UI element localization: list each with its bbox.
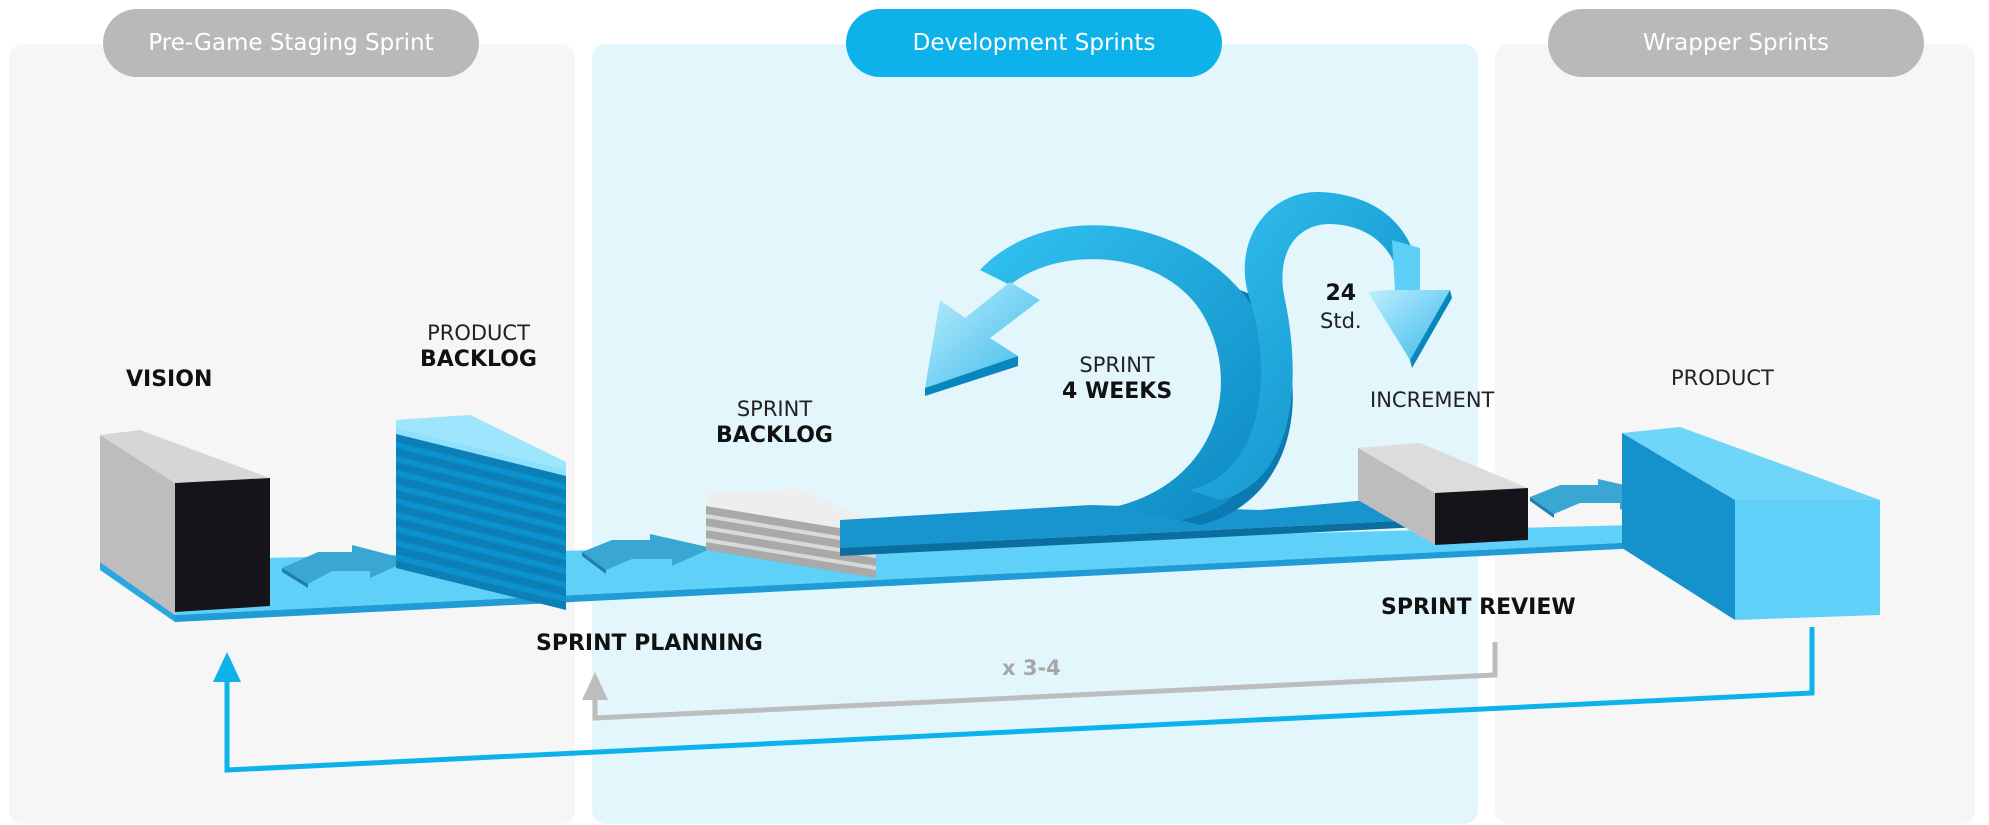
backlog-layer-edge: [396, 448, 566, 498]
product-backlog-label-bottom: BACKLOG: [420, 347, 537, 373]
backlog-layer-edge: [396, 546, 566, 596]
daily-cycle-label-top: 24: [1325, 281, 1357, 306]
backlog-layer-edge: [396, 434, 566, 484]
sprint-backlog-layer-edge: [706, 542, 876, 578]
vision-block: [100, 430, 270, 615]
increment-label: INCREMENT: [1370, 388, 1495, 412]
backlog-layer-edge: [396, 560, 566, 610]
sprint-backlog-label-bottom: BACKLOG: [716, 423, 833, 449]
sprint-backlog-layer-edge: [706, 518, 876, 554]
sprint-backlog-stack: [706, 489, 876, 578]
backlog-layer-edge: [396, 504, 566, 554]
sprint-backlog-layer-edge: [706, 506, 876, 542]
sprint-backlog-label: SPRINT BACKLOG: [716, 396, 833, 450]
vision-label: VISION: [126, 367, 213, 392]
wrapper-phase-header: Wrapper Sprints: [1548, 9, 1924, 77]
iteration-loop-arrow: [582, 642, 1498, 721]
wrapper-panel: [1495, 44, 1975, 824]
product-backlog-label: PRODUCT BACKLOG: [420, 320, 537, 374]
sprint-backlog-layer: [706, 489, 876, 534]
development-phase-header: Development Sprints: [846, 9, 1222, 77]
daily-cycle-label: 24 Std.: [1320, 280, 1362, 334]
backlog-layer-edge: [396, 532, 566, 582]
feedback-loop-arrow: [213, 627, 1815, 773]
sprint-planning-label: SPRINT PLANNING: [536, 631, 763, 656]
backlog-layer-edge: [396, 462, 566, 512]
increment-block: [1358, 443, 1528, 545]
product-label: PRODUCT: [1671, 366, 1774, 390]
product-backlog-label-top: PRODUCT: [427, 321, 530, 345]
iteration-count-label: x 3-4: [1002, 656, 1061, 680]
sprint-duration-label-top: SPRINT: [1079, 353, 1155, 377]
development-panel: [592, 44, 1478, 824]
product-backlog-stack: [396, 415, 566, 610]
daily-cycle-label-bottom: Std.: [1320, 308, 1362, 333]
sprint-band: [840, 495, 1420, 556]
pregame-phase-header: Pre-Game Staging Sprint: [103, 9, 479, 77]
sprint-backlog-label-top: SPRINT: [736, 397, 813, 421]
sprint-duration-label-bottom: 4 WEEKS: [1062, 379, 1173, 405]
backlog-top: [396, 415, 566, 470]
backlog-layer-edge: [396, 490, 566, 540]
flow-arrow-vision-backlog: [282, 545, 410, 588]
sprint-duration-label: SPRINT 4 WEEKS: [1062, 352, 1172, 406]
backlog-layer-edge: [396, 518, 566, 568]
product-box: [1622, 427, 1880, 620]
daily-loop-arrow: [1190, 191, 1452, 500]
sprint-review-label: SPRINT REVIEW: [1381, 595, 1576, 620]
flow-arrow-backlog-sprint: [582, 534, 712, 574]
sprint-backlog-layer-edge: [706, 530, 876, 566]
backlog-layer-edge: [396, 476, 566, 526]
